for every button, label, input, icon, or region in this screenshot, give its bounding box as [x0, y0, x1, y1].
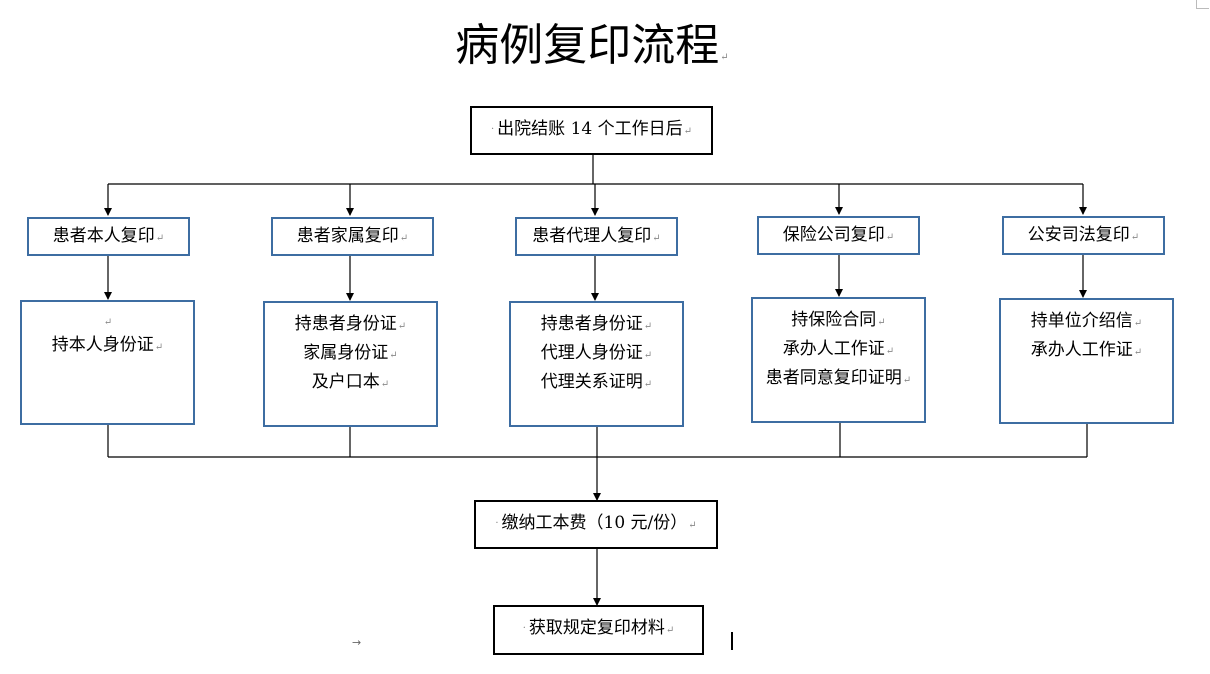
requirements-box-3: 持患者身份证↵ 代理人身份证↵ 代理关系证明↵: [509, 301, 684, 427]
requirement-text: 代理关系证明: [540, 372, 643, 392]
branch-label-1: 患者本人复印: [52, 226, 155, 246]
branch-box-4: 保险公司复印↵: [757, 216, 920, 255]
page-title: 病例复印流程↵: [455, 20, 729, 71]
end-label: 获取规定复印材料: [528, 618, 665, 638]
start-label: 出院结账 14 个工作日后: [497, 119, 683, 139]
branch-label-4: 保险公司复印: [782, 225, 885, 245]
requirement-text: 患者同意复印证明: [765, 368, 902, 388]
requirement-text: 及户口本: [311, 372, 380, 392]
branch-box-5: 公安司法复印↵: [1002, 216, 1165, 255]
requirement-text: 持患者身份证: [294, 314, 397, 334]
requirement-text: 代理人身份证: [540, 343, 643, 363]
requirements-box-2: 持患者身份证↵ 家属身份证↵ 及户口本↵: [263, 301, 438, 427]
tab-mark-icon: →: [352, 636, 362, 649]
branch-box-2: 患者家属复印↵: [271, 217, 434, 256]
start-box: ·出院结账 14 个工作日后↵: [470, 106, 713, 155]
requirement-text: 持患者身份证: [540, 314, 643, 334]
fee-box: ·缴纳工本费（10 元/份）↵: [474, 500, 718, 549]
branch-box-3: 患者代理人复印↵: [515, 217, 678, 256]
requirement-text: 家属身份证: [303, 343, 389, 363]
requirements-box-4: 持保险合同↵ 承办人工作证↵ 患者同意复印证明↵: [751, 297, 926, 423]
requirements-box-1: ↵ 持本人身份证↵: [20, 300, 195, 425]
requirement-text: 持单位介绍信: [1030, 311, 1133, 331]
requirement-text: 持本人身份证: [51, 335, 154, 355]
branch-label-3: 患者代理人复印: [532, 226, 652, 246]
branch-label-5: 公安司法复印: [1027, 225, 1130, 245]
requirements-box-5: 持单位介绍信↵ 承办人工作证↵: [999, 298, 1174, 424]
requirement-text: 持保险合同: [791, 310, 877, 330]
requirement-text: 承办人工作证: [782, 339, 885, 359]
branch-box-1: 患者本人复印↵: [27, 217, 190, 256]
fee-label: 缴纳工本费（10 元/份）: [501, 513, 688, 533]
page-corner-mark: [1196, 0, 1209, 9]
text-cursor: [731, 632, 733, 650]
requirement-text: 承办人工作证: [1030, 340, 1133, 360]
branch-label-2: 患者家属复印: [296, 226, 399, 246]
end-box: ·获取规定复印材料↵: [493, 605, 704, 655]
